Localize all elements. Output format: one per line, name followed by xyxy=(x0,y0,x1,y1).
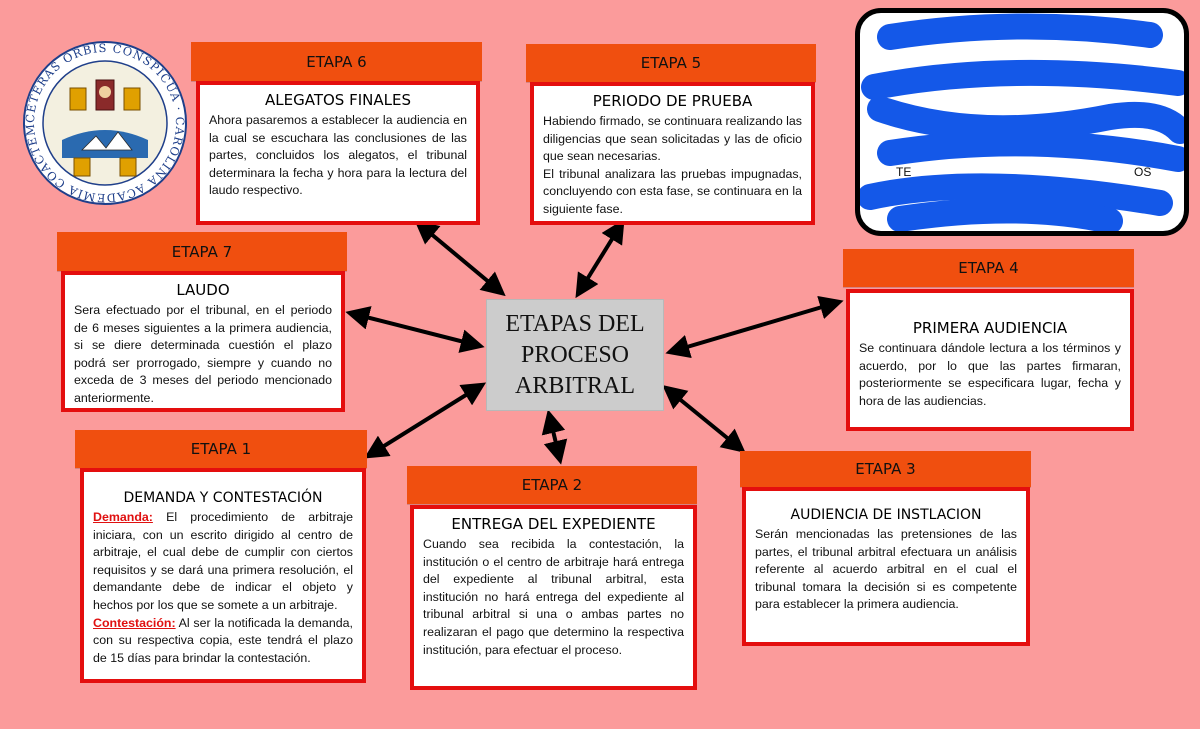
etapa1-text-continued: Contestación: Al ser la notificada la de… xyxy=(93,615,353,668)
arrow-etapa5 xyxy=(575,218,625,299)
etapa3-text: Serán mencionadas las pretensiones de la… xyxy=(755,527,1017,612)
arrow-etapa7 xyxy=(345,306,485,353)
redaction-scribble xyxy=(860,13,1184,231)
etapa6-text: Ahora pasaremos a establecer la audienci… xyxy=(209,113,467,198)
etapa5-text-continued: El tribunal analizara las pruebas impugn… xyxy=(543,166,802,216)
contestacion-text: Al ser la notificada la demanda, con su … xyxy=(93,615,353,665)
redacted-fragment: TE xyxy=(896,165,912,179)
arrow-etapa6 xyxy=(414,219,506,297)
etapa5-card: PERIODO DE PRUEBA Habiendo firmado, se c… xyxy=(530,82,815,225)
etapa3-title: AUDIENCIA DE INSTLACION xyxy=(790,507,982,523)
etapa5-title: PERIODO DE PRUEBA xyxy=(592,92,753,110)
etapa3-header: ETAPA 3 xyxy=(740,451,1031,487)
etapa4-title: PRIMERA AUDIENCIA xyxy=(912,319,1068,337)
arrow-etapa2 xyxy=(541,409,568,465)
etapa5-text: Habiendo firmado, se continuara realizan… xyxy=(543,114,802,164)
etapa7-text: Sera efectuado por el tribunal, en el pe… xyxy=(74,303,332,405)
etapa1-header: ETAPA 1 xyxy=(75,430,367,468)
etapa1-text: Demanda: El procedimiento de arbitraje i… xyxy=(93,509,353,615)
etapa2-title: ENTREGA DEL EXPEDIENTE xyxy=(451,515,656,533)
etapa2-header: ETAPA 2 xyxy=(407,466,697,504)
etapa3-card: AUDIENCIA DE INSTLACION Serán mencionada… xyxy=(742,487,1030,646)
etapa4-text: Se continuara dándole lectura a los térm… xyxy=(859,341,1121,408)
university-seal-emblem: CETERAS ORBIS CONSPICUA · CAROLINA ACADE… xyxy=(22,40,187,205)
arrow-etapa1 xyxy=(363,382,487,459)
center-topic-box: ETAPAS DEL PROCESO ARBITRAL xyxy=(486,299,664,411)
etapa1-card: DEMANDA Y CONTESTACIÓN Demanda: El proce… xyxy=(80,468,366,683)
arrow-etapa4 xyxy=(665,295,844,359)
etapa6-title: ALEGATOS FINALES xyxy=(265,91,411,109)
center-title-line: ETAPAS DEL xyxy=(505,310,645,337)
etapa4-header: ETAPA 4 xyxy=(843,249,1134,287)
center-title-line: ARBITRAL xyxy=(515,372,635,399)
etapa2-text: Cuando sea recibida la contestación, la … xyxy=(423,537,684,657)
demanda-label: Demanda: xyxy=(93,510,153,524)
etapa7-title: LAUDO xyxy=(176,281,230,299)
etapa7-header: ETAPA 7 xyxy=(57,232,347,271)
redacted-info-box: C ENTE TE OS xyxy=(855,8,1189,236)
etapa6-card: ALEGATOS FINALES Ahora pasaremos a estab… xyxy=(196,81,480,225)
center-title-line: PROCESO xyxy=(520,341,630,368)
etapa1-title: DEMANDA Y CONTESTACIÓN xyxy=(123,490,323,506)
contestacion-label: Contestación: xyxy=(93,615,176,630)
redacted-fragment: OS xyxy=(1134,165,1152,179)
etapa2-card: ENTREGA DEL EXPEDIENTE Cuando sea recibi… xyxy=(410,505,697,690)
etapa5-header: ETAPA 5 xyxy=(526,44,816,82)
etapa4-card: PRIMERA AUDIENCIA Se continuara dándole … xyxy=(846,289,1134,431)
arrow-etapa3 xyxy=(662,384,746,454)
demanda-text: El procedimiento de arbitraje iniciara, … xyxy=(93,510,353,612)
etapa6-header: ETAPA 6 xyxy=(191,42,482,81)
etapa7-card: LAUDO Sera efectuado por el tribunal, en… xyxy=(61,271,345,412)
